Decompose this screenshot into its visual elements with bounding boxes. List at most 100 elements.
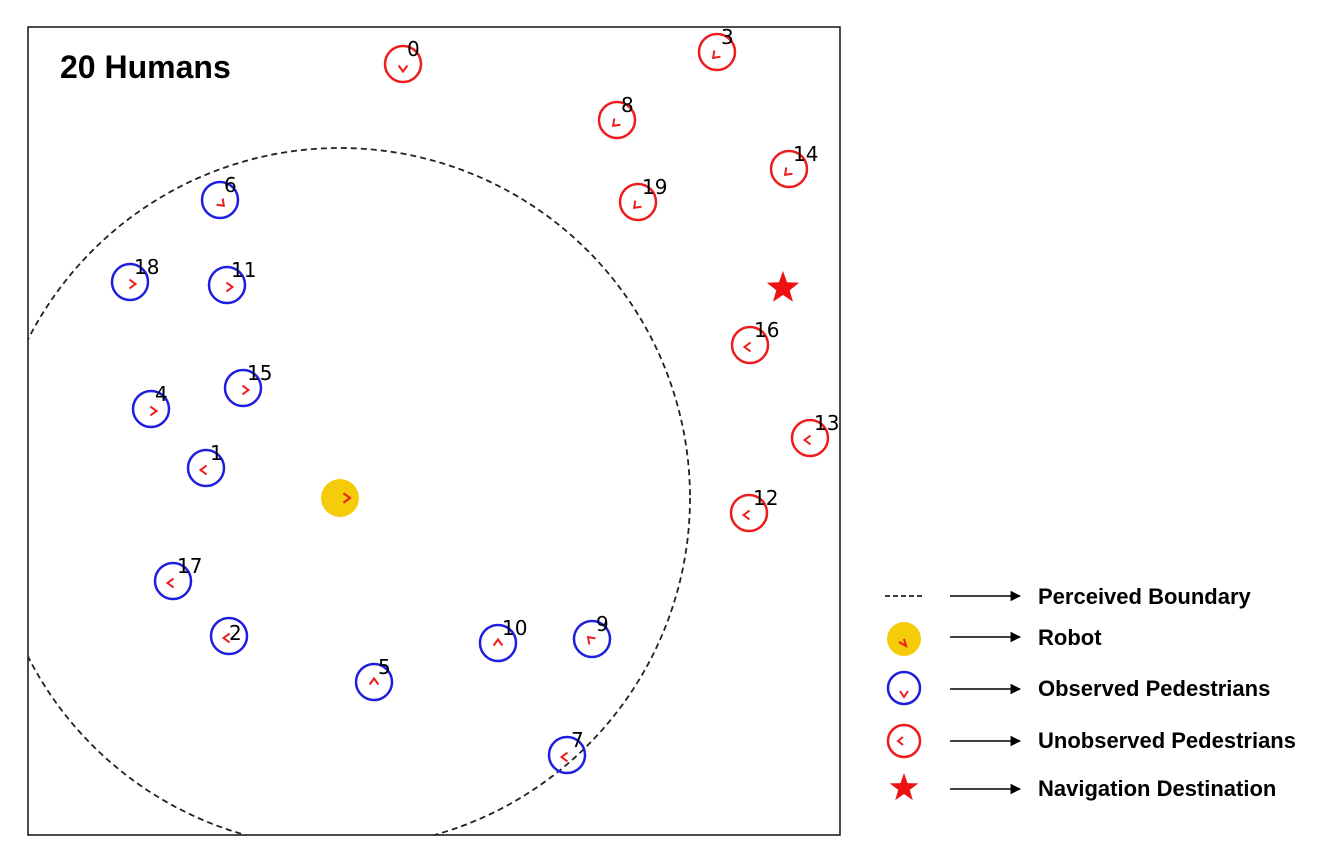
pedestrian-4: 4 xyxy=(131,382,171,429)
pedestrian-id-label: 14 xyxy=(793,142,818,166)
pedestrian-heading-arrow xyxy=(216,198,225,207)
pedestrian-5: 5 xyxy=(354,655,394,702)
unobserved-pedestrian-ring xyxy=(597,100,637,140)
legend-observed-swatch xyxy=(886,670,922,706)
pedestrian-id-label: 17 xyxy=(177,554,202,578)
pedestrian-3: 3 xyxy=(697,25,737,72)
unobserved-pedestrian-ring xyxy=(730,325,770,365)
legend-label-boundary: Perceived Boundary xyxy=(1038,584,1252,609)
pedestrian-id-label: 11 xyxy=(231,258,256,282)
legend-robot-heading-arrow xyxy=(898,638,908,649)
robot xyxy=(321,479,359,517)
unobserved-pedestrian-ring xyxy=(618,182,658,222)
pedestrian-16: 16 xyxy=(730,318,779,365)
pedestrian-id-label: 4 xyxy=(155,382,168,406)
figure-title: 20 Humans xyxy=(60,49,231,85)
pedestrian-heading-arrow xyxy=(221,632,231,644)
pedestrian-id-label: 7 xyxy=(571,728,584,752)
pedestrian-heading-arrow xyxy=(741,509,751,521)
pedestrian-heading-arrow xyxy=(368,676,380,686)
pedestrian-6: 6 xyxy=(200,173,240,220)
star-icon xyxy=(766,271,800,302)
pedestrian-13: 13 xyxy=(790,411,839,458)
pedestrian-id-label: 8 xyxy=(621,93,634,117)
pedestrian-12: 12 xyxy=(729,486,778,533)
pedestrian-heading-arrow xyxy=(397,64,409,74)
legend-label-robot: Robot xyxy=(1038,625,1102,650)
pedestrian-11: 11 xyxy=(207,258,256,305)
pedestrian-heading-arrow xyxy=(711,50,721,60)
legend-label-destination: Navigation Destination xyxy=(1038,776,1276,801)
legend-label-observed: Observed Pedestrians xyxy=(1038,676,1270,701)
legend-label-unobserved: Unobserved Pedestrians xyxy=(1038,728,1296,753)
pedestrian-heading-arrow xyxy=(492,637,504,647)
observed-pedestrian-ring xyxy=(207,265,247,305)
star-icon xyxy=(889,773,919,801)
plot-frame xyxy=(27,26,841,836)
pedestrian-heading-arrow xyxy=(225,281,235,293)
pedestrian-2: 2 xyxy=(209,616,249,656)
pedestrian-heading-arrow xyxy=(165,577,175,589)
pedestrian-heading-arrow xyxy=(802,434,812,446)
pedestrian-7: 7 xyxy=(547,728,587,775)
pedestrian-id-label: 1 xyxy=(210,441,223,465)
observed-pedestrian-ring xyxy=(131,389,171,429)
pedestrian-19: 19 xyxy=(618,175,667,222)
pedestrian-18: 18 xyxy=(110,255,159,302)
pedestrian-1: 1 xyxy=(186,441,226,488)
observed-pedestrian-ring xyxy=(478,623,518,663)
pedestrian-17: 17 xyxy=(153,554,202,601)
pedestrian-id-label: 9 xyxy=(596,612,609,636)
observed-pedestrian-ring xyxy=(209,616,249,656)
pedestrian-15: 15 xyxy=(223,361,272,408)
pedestrian-heading-arrow xyxy=(586,635,596,645)
unobserved-pedestrian-ring xyxy=(383,44,423,84)
observed-pedestrian-ring xyxy=(223,368,263,408)
unobserved-pedestrian-ring xyxy=(729,493,769,533)
legend: Perceived Boundary Robot Observed Pedest… xyxy=(885,584,1296,801)
pedestrian-id-label: 18 xyxy=(134,255,159,279)
observed-pedestrian-ring xyxy=(547,735,587,775)
pedestrian-heading-arrow xyxy=(632,200,642,209)
pedestrian-heading-arrow xyxy=(198,464,208,476)
legend-unobserved-heading-arrow xyxy=(896,736,904,746)
unobserved-pedestrian-ring xyxy=(790,418,830,458)
legend-observed-heading-arrow xyxy=(899,690,909,699)
pedestrian-heading-arrow xyxy=(241,384,251,396)
pedestrian-10: 10 xyxy=(478,616,527,663)
pedestrian-id-label: 19 xyxy=(642,175,667,199)
pedestrian-id-label: 10 xyxy=(502,616,527,640)
pedestrian-8: 8 xyxy=(597,93,637,140)
observed-pedestrian-ring xyxy=(572,619,612,659)
pedestrian-id-label: 6 xyxy=(224,173,237,197)
pedestrian-id-label: 0 xyxy=(407,37,420,61)
pedestrian-id-label: 12 xyxy=(753,486,778,510)
pedestrian-heading-arrow xyxy=(149,405,159,417)
unobserved-pedestrian-ring xyxy=(697,32,737,72)
unobserved-pedestrian-ring xyxy=(769,149,809,189)
pedestrian-id-label: 15 xyxy=(247,361,272,385)
pedestrian-heading-arrow xyxy=(128,278,138,290)
pedestrian-heading-arrow xyxy=(611,118,621,127)
pedestrian-heading-arrow xyxy=(559,751,569,763)
pedestrian-heading-arrow xyxy=(742,341,752,353)
pedestrian-id-label: 3 xyxy=(721,25,734,49)
observed-pedestrian-ring xyxy=(186,448,226,488)
pedestrian-id-label: 5 xyxy=(378,655,391,679)
robot-heading-arrow xyxy=(342,492,352,504)
pedestrian-id-label: 2 xyxy=(229,621,242,645)
pedestrian-9: 9 xyxy=(572,612,612,659)
observed-pedestrian-ring xyxy=(200,180,240,220)
perceived-boundary-circle xyxy=(28,147,691,835)
observed-pedestrian-ring xyxy=(153,561,193,601)
pedestrian-heading-arrow xyxy=(783,167,793,176)
pedestrian-id-label: 16 xyxy=(754,318,779,342)
observed-pedestrian-ring xyxy=(110,262,150,302)
legend-unobserved-swatch xyxy=(886,723,922,759)
pedestrian-0: 0 xyxy=(383,37,423,84)
robot-body xyxy=(321,479,359,517)
observed-pedestrian-ring xyxy=(354,662,394,702)
pedestrian-14: 14 xyxy=(769,142,818,189)
